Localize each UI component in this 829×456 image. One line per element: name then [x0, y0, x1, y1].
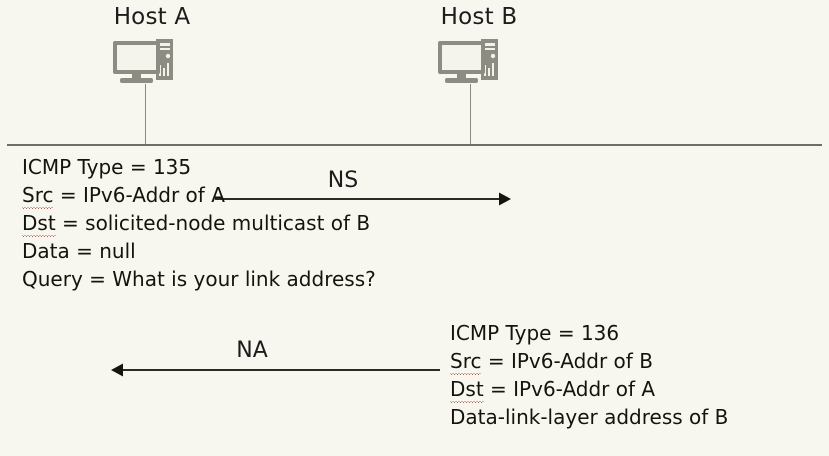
ns-arrow [215, 192, 511, 206]
ns-src-value: = IPv6-Addr of A [53, 183, 225, 207]
na-packet-line-icmp-type: ICMP Type = 136 [450, 321, 620, 345]
na-arrow-label: NA [236, 338, 268, 363]
ns-packet-line-icmp-type: ICMP Type = 135 [22, 155, 192, 179]
host-a-label: Host A [113, 4, 191, 30]
na-dst-value: = IPv6-Addr of A [483, 377, 656, 401]
ns-dst-value: = solicited-node multicast of B [55, 211, 371, 235]
host-a-connector-line [145, 84, 146, 145]
ns-packet-details: ICMP Type = 135 Src = IPv6-Addr of A Dst… [22, 153, 376, 293]
na-arrow [111, 363, 440, 377]
ns-packet-line-src: Src = IPv6-Addr of A [22, 181, 376, 209]
na-src-keyword: Src [450, 349, 482, 375]
ns-packet-line-dst: Dst = solicited-node multicast of B [22, 209, 376, 237]
ns-packet-line-query: Query = What is your link address? [22, 267, 376, 291]
host-b-label: Host B [440, 4, 518, 30]
na-packet-line-src: Src = IPv6-Addr of B [450, 347, 728, 375]
ns-packet-line-data: Data = null [22, 239, 136, 263]
na-dst-keyword: Dst [450, 377, 484, 403]
ns-dst-keyword: Dst [22, 211, 56, 237]
na-packet-details: ICMP Type = 136 Src = IPv6-Addr of B Dst… [450, 319, 728, 431]
na-packet-line-dst: Dst = IPv6-Addr of A [450, 375, 728, 403]
network-bus-line [7, 144, 822, 146]
ns-src-keyword: Src [22, 183, 54, 209]
na-src-value: = IPv6-Addr of B [481, 349, 653, 373]
na-packet-line-datalink: Data-link-layer address of B [450, 405, 729, 429]
computer-icon [438, 39, 498, 83]
computer-icon [113, 39, 173, 83]
ns-arrow-label: NS [327, 168, 359, 193]
host-b-connector-line [470, 84, 471, 145]
